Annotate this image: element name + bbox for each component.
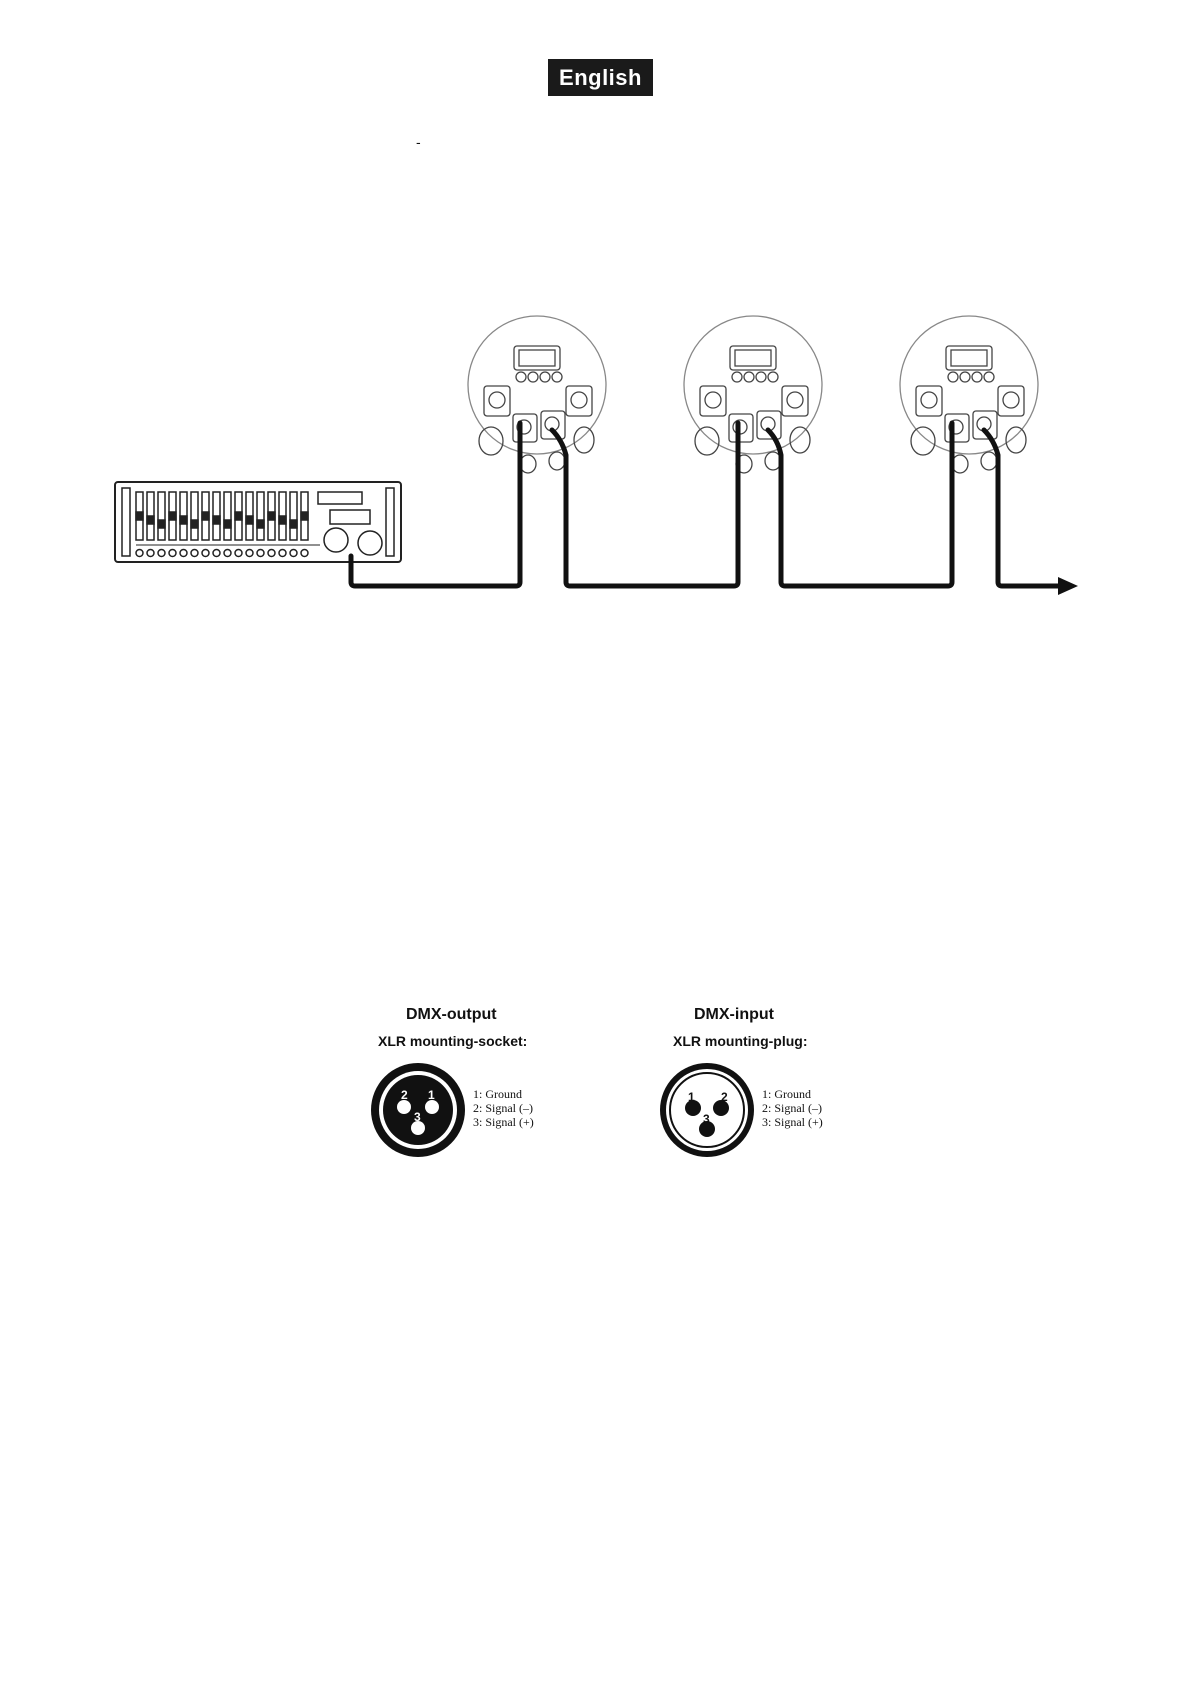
output-pin-1-desc: 1: Ground	[473, 1087, 534, 1101]
dmx-controller-illustration	[115, 482, 401, 562]
fixture-2-illustration	[684, 316, 822, 473]
output-pin-2-desc: 2: Signal (–)	[473, 1101, 534, 1115]
fader-knob	[136, 512, 143, 520]
input-pin-2-label: 2	[721, 1090, 728, 1104]
fader-knob	[301, 512, 308, 520]
fader-knob	[202, 512, 209, 520]
dmx-input-title: DMX-input	[694, 1006, 774, 1024]
input-pin-3-label: 3	[703, 1112, 710, 1126]
xlr-socket-icon: 2 1 3	[369, 1061, 467, 1159]
signal-direction-arrow	[1058, 577, 1078, 595]
fader-knob	[147, 516, 154, 524]
fader-knob	[246, 516, 253, 524]
fixture-3-illustration	[900, 316, 1038, 473]
fader-knob	[257, 520, 264, 528]
fader-knob	[224, 520, 231, 528]
fader-knob	[169, 512, 176, 520]
dmx-output-pin-list: 1: Ground 2: Signal (–) 3: Signal (+)	[473, 1087, 534, 1129]
dmx-cable-path	[351, 423, 1060, 586]
fader-knob	[180, 516, 187, 524]
dmx-chain-diagram	[0, 0, 1190, 700]
fader-knob	[268, 512, 275, 520]
fader-knob	[235, 512, 242, 520]
xlr-plug-icon: 1 2 3	[658, 1061, 756, 1159]
output-pin-2-label: 2	[401, 1088, 408, 1102]
input-pin-1-label: 1	[688, 1090, 695, 1104]
input-pin-1-desc: 1: Ground	[762, 1087, 823, 1101]
fader-knob	[290, 520, 297, 528]
dmx-input-pin-list: 1: Ground 2: Signal (–) 3: Signal (+)	[762, 1087, 823, 1129]
dmx-output-subtitle: XLR mounting-socket:	[378, 1033, 527, 1049]
output-pin-3-label: 3	[414, 1110, 421, 1124]
fader-knob	[213, 516, 220, 524]
dmx-output-title: DMX-output	[406, 1006, 497, 1024]
fader-knob	[191, 520, 198, 528]
input-pin-3-desc: 3: Signal (+)	[762, 1115, 823, 1129]
fader-knob	[158, 520, 165, 528]
input-pin-2-desc: 2: Signal (–)	[762, 1101, 823, 1115]
output-pin-3-desc: 3: Signal (+)	[473, 1115, 534, 1129]
fader-knob	[279, 516, 286, 524]
dmx-input-subtitle: XLR mounting-plug:	[673, 1033, 808, 1049]
output-pin-1-label: 1	[428, 1088, 435, 1102]
fixture-1-illustration	[468, 316, 606, 473]
